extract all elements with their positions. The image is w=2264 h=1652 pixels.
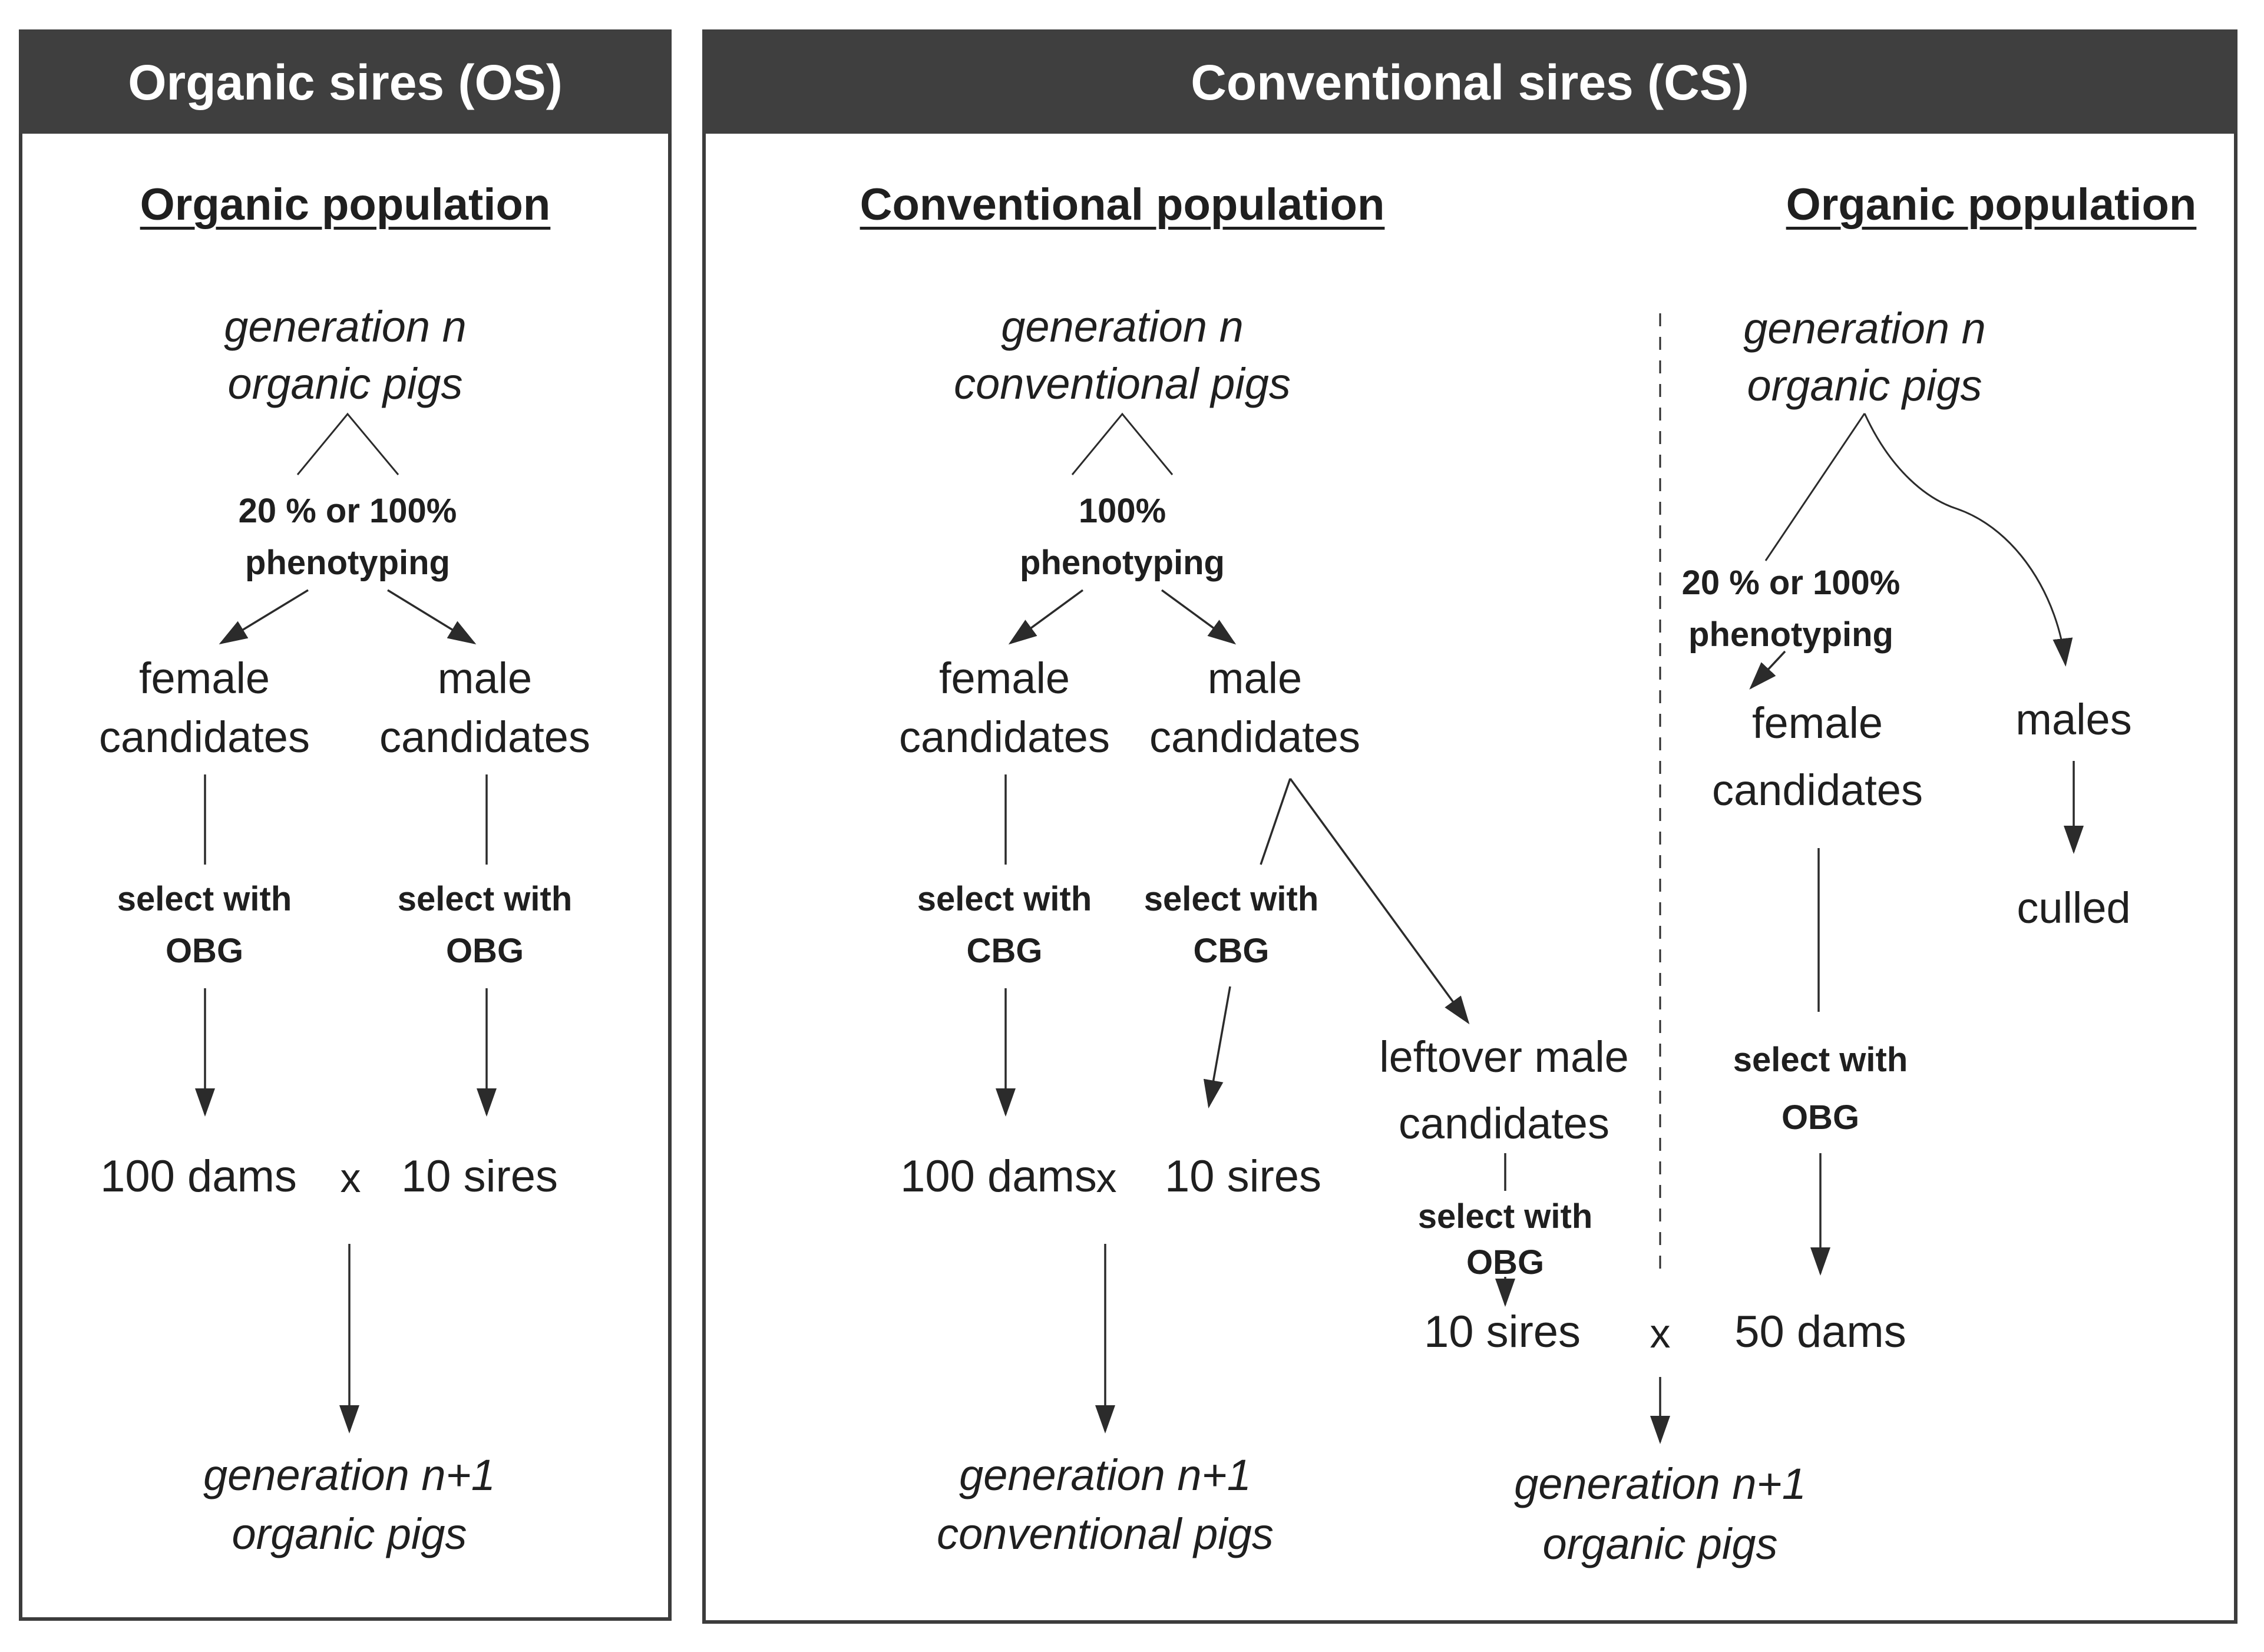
right-panel bbox=[702, 29, 2237, 1624]
cross-generation-n1-line2: organic pigs bbox=[1542, 1519, 1778, 1568]
left-female-candidates-line1: female bbox=[138, 654, 270, 703]
org-population-title: Organic population bbox=[1786, 180, 2197, 230]
leftover-select-line2: OBG bbox=[1466, 1243, 1545, 1282]
conv-select-female-line1: select with bbox=[917, 880, 1092, 918]
conv-select-male-line2: CBG bbox=[1193, 932, 1270, 970]
right-panel-title: Conventional sires (CS) bbox=[1191, 55, 1749, 110]
cross-mating-cross: x bbox=[1650, 1310, 1671, 1356]
leftover-male-candidates-line2: candidates bbox=[1399, 1099, 1609, 1148]
left-select-male-line2: OBG bbox=[445, 932, 524, 970]
left-generation-n-line2: organic pigs bbox=[227, 359, 463, 408]
org-males-label: males bbox=[2015, 695, 2132, 744]
org-generation-n-line1: generation n bbox=[1743, 304, 1986, 353]
leftover-select-line1: select with bbox=[1417, 1197, 1593, 1236]
left-select-male-line1: select with bbox=[397, 880, 573, 918]
left-panel-title: Organic sires (OS) bbox=[128, 55, 563, 110]
org-generation-n-line2: organic pigs bbox=[1747, 361, 1982, 410]
org-culled-label: culled bbox=[2017, 883, 2131, 932]
org-female-candidates-line1: female bbox=[1751, 698, 1883, 747]
conv-select-female-line2: CBG bbox=[966, 932, 1043, 970]
conv-generation-n-line1: generation n bbox=[1001, 302, 1244, 351]
conv-phenotyping-line2: phenotyping bbox=[1020, 544, 1225, 582]
conv-dams-count: 100 dams bbox=[900, 1151, 1097, 1201]
left-male-candidates-line2: candidates bbox=[379, 713, 590, 762]
left-panel bbox=[19, 29, 672, 1621]
left-female-candidates-line2: candidates bbox=[99, 713, 310, 762]
conv-male-candidates-line2: candidates bbox=[1149, 713, 1360, 762]
left-generation-n1-line2: organic pigs bbox=[232, 1509, 467, 1558]
conv-generation-n1-line1: generation n+1 bbox=[959, 1451, 1251, 1499]
org-select-female-line1: select with bbox=[1733, 1041, 1908, 1079]
left-phenotyping-line2: phenotyping bbox=[245, 544, 450, 582]
conv-select-male-line1: select with bbox=[1143, 880, 1319, 918]
left-select-female-line1: select with bbox=[117, 880, 292, 918]
left-panel-header-bar bbox=[19, 29, 672, 134]
org-female-candidates-line2: candidates bbox=[1712, 766, 1923, 815]
leftover-male-candidates-line1: leftover male bbox=[1379, 1032, 1629, 1081]
conv-generation-n1-line2: conventional pigs bbox=[937, 1509, 1274, 1558]
left-sires-count: 10 sires bbox=[401, 1151, 558, 1201]
conv-female-candidates-line1: female bbox=[938, 654, 1070, 703]
left-generation-n1-line1: generation n+1 bbox=[203, 1451, 495, 1499]
leftover-sires-count: 10 sires bbox=[1423, 1307, 1581, 1357]
cross-generation-n1-line1: generation n+1 bbox=[1514, 1459, 1806, 1508]
org-phenotyping-line1: 20 % or 100% bbox=[1681, 564, 1901, 602]
left-population-title: Organic population bbox=[140, 180, 551, 230]
left-dams-count: 100 dams bbox=[100, 1151, 297, 1201]
left-generation-n-line1: generation n bbox=[224, 302, 467, 351]
conv-mating-cross: x bbox=[1096, 1155, 1117, 1201]
conv-sires-count: 10 sires bbox=[1164, 1151, 1322, 1201]
conv-generation-n-line2: conventional pigs bbox=[954, 359, 1291, 408]
left-select-female-line2: OBG bbox=[165, 932, 244, 970]
left-mating-cross: x bbox=[340, 1155, 361, 1201]
org-phenotyping-line2: phenotyping bbox=[1688, 615, 1893, 654]
conv-phenotyping-line1: 100% bbox=[1078, 492, 1166, 530]
org-dams-count: 50 dams bbox=[1734, 1307, 1906, 1357]
left-phenotyping-line1: 20 % or 100% bbox=[238, 492, 457, 530]
left-male-candidates-line1: male bbox=[437, 654, 533, 703]
org-select-female-line2: OBG bbox=[1781, 1098, 1860, 1137]
conv-male-candidates-line1: male bbox=[1207, 654, 1303, 703]
conv-population-title: Conventional population bbox=[860, 180, 1385, 230]
right-panel-header-bar bbox=[702, 29, 2237, 134]
conv-female-candidates-line2: candidates bbox=[899, 713, 1110, 762]
